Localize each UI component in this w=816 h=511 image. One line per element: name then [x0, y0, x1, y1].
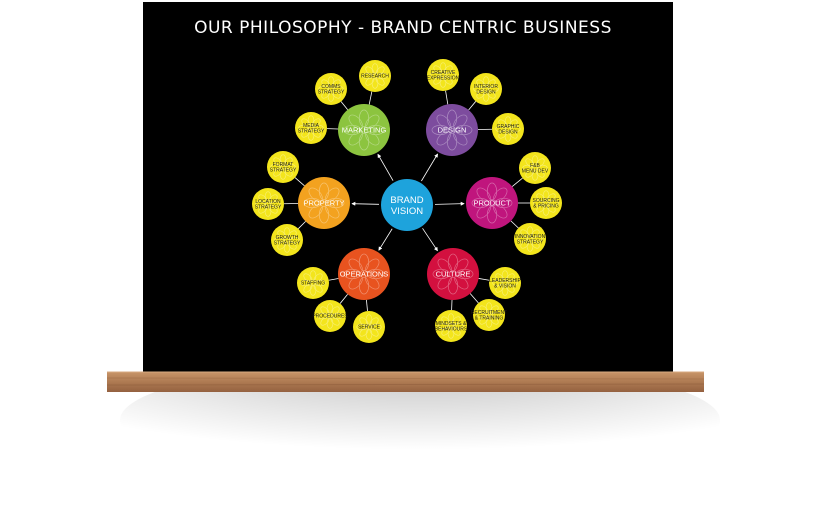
hub-circle-operations: [338, 248, 390, 300]
satellite-pattern-icon: [495, 116, 521, 142]
satellite-circle-culture: [489, 267, 521, 299]
satellite-circle-culture: [473, 299, 505, 331]
connector-operations-sat: [339, 293, 348, 304]
connector-marketing-sat: [340, 101, 349, 110]
satellite-pattern-icon: [356, 314, 382, 340]
satellite-circle-marketing: [295, 112, 327, 144]
connector-property-sat: [294, 177, 305, 187]
satellite-pattern-icon: [255, 191, 281, 217]
connector-culture-sat: [469, 293, 479, 304]
satellite-pattern-icon: [274, 227, 300, 253]
satellite-label-operations: SERVICE: [358, 325, 381, 331]
hub-circle-design: [426, 104, 478, 156]
connector-operations-sat: [366, 299, 368, 312]
satellite-label-operations: STAFFING: [301, 281, 325, 287]
wooden-shelf: [106, 371, 705, 392]
satellite-circle-design: [470, 73, 502, 105]
connector-center-marketing: [377, 153, 394, 181]
poster-title: OUR PHILOSOPHY - BRAND CENTRIC BUSINESS: [194, 18, 612, 38]
connector-product-sat: [511, 177, 523, 187]
connector-center-culture: [422, 228, 438, 252]
satellite-circle-operations: [314, 300, 346, 332]
connector-operations-sat: [328, 278, 339, 281]
hub-circle-property: [298, 177, 350, 229]
hub-pattern-icon: [343, 109, 385, 151]
hub-label-culture: CULTURE: [436, 270, 471, 279]
satellite-label-culture: RECRUITMENT& TRAINING: [471, 310, 507, 321]
hub-circle-culture: [427, 248, 479, 300]
hub-pattern-icon: [343, 253, 385, 295]
satellite-pattern-icon: [300, 270, 326, 296]
satellite-pattern-icon: [430, 62, 456, 88]
satellite-pattern-icon: [517, 226, 543, 252]
satellite-circle-property: [267, 151, 299, 183]
connector-culture-sat: [478, 278, 490, 281]
hub-circle-marketing: [338, 104, 390, 156]
connector-marketing-sat: [368, 91, 373, 105]
hub-label-marketing: MARKETING: [342, 126, 387, 135]
satellite-circle-property: [271, 224, 303, 256]
satellite-pattern-icon: [473, 76, 499, 102]
satellite-pattern-icon: [533, 190, 559, 216]
center-circle: [381, 179, 433, 231]
satellite-circle-marketing: [315, 73, 347, 105]
satellite-pattern-icon: [522, 155, 548, 181]
satellite-circle-design: [492, 113, 524, 145]
connector-center-product: [434, 201, 465, 206]
satellite-pattern-icon: [476, 302, 502, 328]
satellite-label-product: SOURCING& PRICING: [533, 198, 560, 209]
connector-center-property: [351, 201, 380, 206]
satellite-label-culture: MINDSETS &BEHAVIOURS: [435, 321, 468, 332]
hub-pattern-icon: [303, 182, 345, 224]
connector-design-sat: [445, 90, 449, 105]
satellite-circle-marketing: [359, 60, 391, 92]
satellite-circle-culture: [435, 310, 467, 342]
connector-property-sat: [298, 221, 306, 229]
satellite-pattern-icon: [270, 154, 296, 180]
satellite-pattern-icon: [298, 115, 324, 141]
satellite-circle-operations: [353, 311, 385, 343]
connector-product-sat: [510, 220, 519, 229]
hub-label-property: PROPERTY: [303, 199, 344, 208]
satellite-pattern-icon: [318, 76, 344, 102]
connector-design-sat: [468, 101, 477, 111]
connector-center-design: [421, 153, 438, 182]
hub-label-operations: OPERATIONS: [340, 270, 389, 279]
satellite-pattern-icon: [492, 270, 518, 296]
hub-pattern-icon: [431, 109, 473, 151]
satellite-circle-product: [514, 223, 546, 255]
satellite-label-marketing: RESEARCH: [361, 74, 389, 80]
satellite-circle-property: [252, 188, 284, 220]
satellite-circle-product: [519, 152, 551, 184]
satellite-label-operations: PROCEDURES: [312, 314, 348, 320]
satellite-circle-operations: [297, 267, 329, 299]
satellite-circle-product: [530, 187, 562, 219]
satellite-pattern-icon: [362, 63, 388, 89]
hub-circle-product: [466, 177, 518, 229]
satellite-circle-design: [427, 59, 459, 91]
satellite-pattern-icon: [438, 313, 464, 339]
satellite-pattern-icon: [317, 303, 343, 329]
hub-pattern-icon: [471, 182, 513, 224]
hub-label-product: PRODUCT: [473, 199, 511, 208]
connector-center-operations: [378, 228, 393, 251]
satellite-label-culture: LEADERSHIP& VISION: [489, 278, 521, 289]
hub-label-design: DESIGN: [438, 126, 467, 135]
hub-pattern-icon: [432, 253, 474, 295]
